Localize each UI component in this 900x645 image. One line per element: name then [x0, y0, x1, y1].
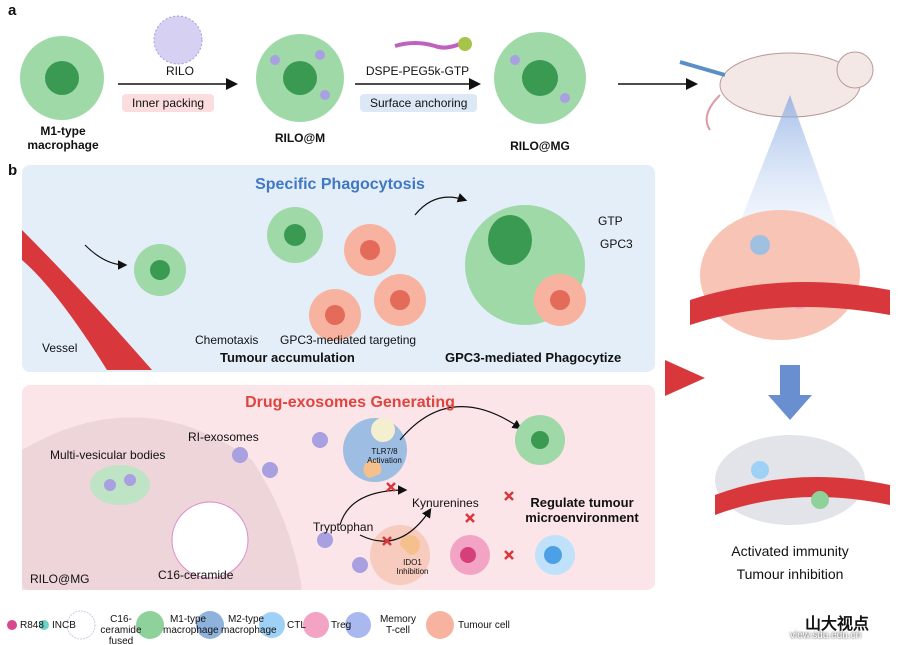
down-arrow [768, 365, 812, 420]
outcome-inhibition: Tumour inhibition [736, 566, 844, 582]
mvb-label: Multi-vesicular bodies [50, 448, 166, 462]
rilo-m-label: RILO@M [274, 131, 326, 145]
legend-treg: Treg [331, 620, 352, 631]
targeting-label: GPC3-mediated targeting [280, 333, 417, 347]
legend-m1: M1-type macrophage [163, 614, 219, 636]
legend-memory: Memory T-cell [379, 614, 417, 636]
exosomes [232, 432, 368, 573]
ri-exosomes-label: RI-exosomes [188, 430, 259, 444]
legend-incb: INCB [52, 620, 76, 631]
tumour-cell-ido [370, 525, 430, 585]
chemotaxis-label: Chemotaxis [195, 333, 259, 347]
ceramide-label: C16-ceramide [158, 568, 234, 582]
accumulation-label: Tumour accumulation [220, 350, 355, 365]
gtp-label: GTP [598, 214, 623, 228]
syringe-icon [679, 60, 726, 77]
blood-vessel [690, 282, 890, 325]
ceramide-zoom [171, 501, 249, 579]
vessel-graphic [22, 230, 152, 370]
red-arrow [665, 360, 705, 396]
step2-label: DSPE-PEG5k-GTP [365, 64, 470, 78]
legend-ctl: CTL [287, 620, 306, 631]
tumour-cell [309, 289, 361, 341]
legend-omv: C16-ceramide fused OMV [100, 614, 142, 645]
treg-cell [450, 535, 490, 575]
surface-anchoring-tag: Surface anchoring [360, 94, 478, 112]
gpc3-label: GPC3 [600, 237, 633, 251]
phagocytosis-title: Specific Phagocytosis [255, 176, 425, 193]
legend-tumour: Tumour cell [458, 620, 510, 631]
legend-icons [7, 610, 454, 640]
migrating-macrophage [134, 244, 186, 296]
legend-r848: R848 [20, 620, 44, 631]
rilo-mg-label: RILO@MG [510, 139, 570, 153]
panel-a-letter: a [8, 2, 17, 19]
watermark-logo: 山大视点 [805, 616, 870, 633]
mouse-illustration [705, 51, 874, 131]
kynurenines-label: Kynurenines [412, 496, 479, 510]
mvb [90, 465, 150, 505]
outcome-immunity: Activated immunity [731, 543, 849, 559]
ido-label: IDO1 Inhibition [396, 558, 429, 576]
phagocytize-label: GPC3-mediated Phagocytize [445, 350, 622, 365]
rilo-m-cell [256, 34, 344, 122]
m2-macrophage [343, 418, 407, 482]
rilo-liposome [153, 15, 203, 65]
light-beam [735, 95, 840, 235]
m1-macrophage-result [515, 415, 565, 465]
watermark-url: view.sdu.edu.cn [790, 630, 862, 641]
phagocytosing-macrophage [465, 205, 586, 326]
rilo-mg-exo-label: RILO@MG [30, 572, 90, 586]
tlr-label: TLR7/8 Activation [367, 447, 402, 465]
cell-membrane [22, 417, 302, 590]
inhibition-marks [382, 482, 514, 560]
m1-macrophage-label: M1-type macrophage [27, 124, 99, 152]
tryptophan-label: Tryptophan [313, 520, 374, 534]
tumour-cell [344, 224, 396, 276]
m1-macrophage-cell [20, 36, 104, 120]
legend-m2: M2-type macrophage [221, 614, 277, 636]
exosomes-title: Drug-exosomes Generating [245, 394, 455, 411]
treated-tumour [715, 435, 890, 525]
dspe-peg-gtp-molecule [394, 37, 472, 51]
panel-b-letter: b [8, 162, 18, 179]
vessel-label: Vessel [42, 341, 78, 355]
inner-packing-tag: Inner packing [122, 94, 215, 112]
regulate-label: Regulate tumour microenvironment [525, 495, 639, 525]
macrophage [267, 207, 323, 263]
tumour-mass [700, 210, 860, 340]
ctl-cell [535, 535, 575, 575]
tumour-cell [374, 274, 426, 326]
step1-label: RILO [165, 64, 194, 78]
rilo-mg-cell [494, 32, 586, 124]
